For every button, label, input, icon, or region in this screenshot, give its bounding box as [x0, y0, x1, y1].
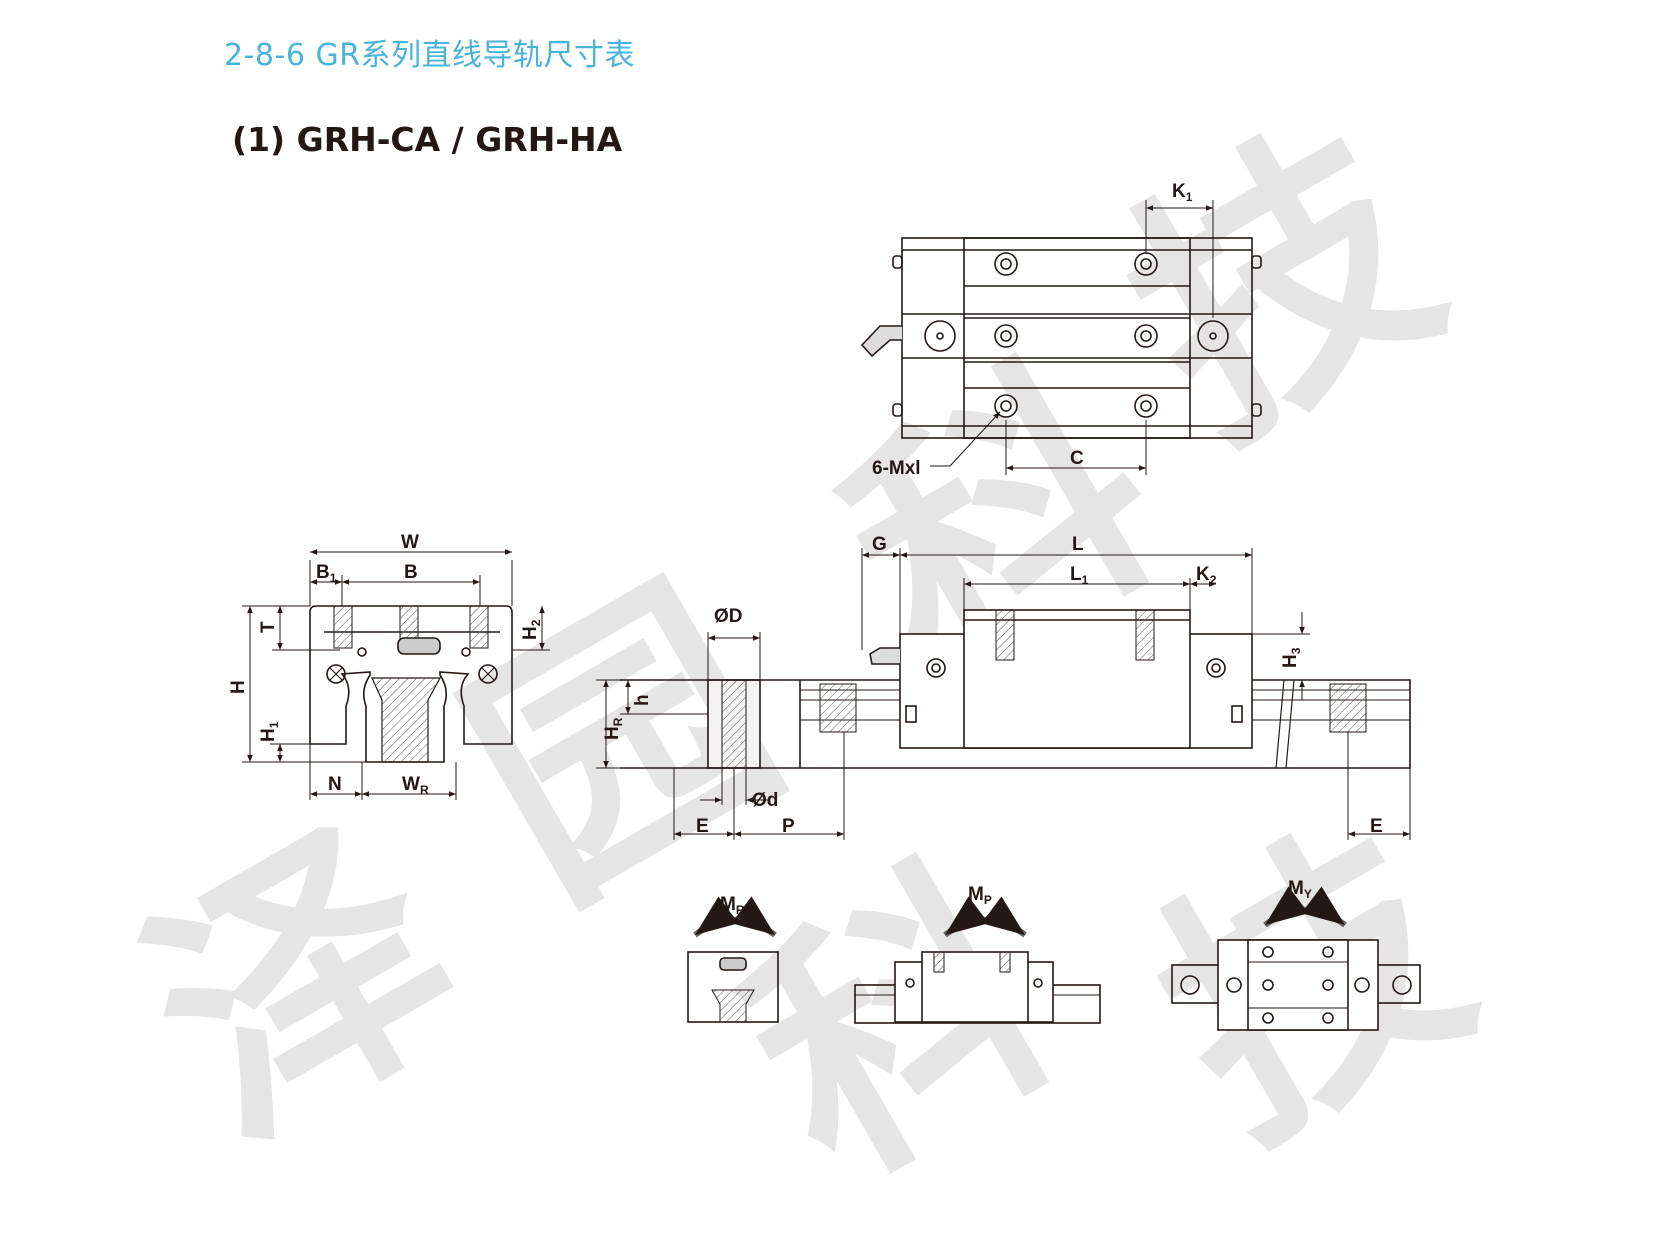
label-small-od: Ød — [752, 790, 778, 811]
side-view — [596, 548, 1411, 840]
label-mr: MR — [720, 894, 745, 917]
moment-mr-figure — [687, 896, 779, 1023]
label-h1: H1 — [258, 721, 281, 742]
model-title: (1) GRH-CA / GRH-HA — [232, 120, 623, 159]
label-wr: WR — [402, 774, 429, 797]
label-e: E — [696, 816, 709, 837]
technical-drawing: K1 6-Mxl C W B1 B T H2 H H1 N WR ØD h HR… — [228, 181, 1421, 1031]
label-hr: HR — [602, 717, 625, 740]
label-l1: L1 — [1070, 564, 1089, 587]
label-h: H — [228, 680, 249, 694]
label-w: W — [401, 532, 419, 553]
end-view — [242, 549, 550, 800]
label-my: MY — [1288, 878, 1312, 901]
dimension-labels: K1 6-Mxl C W B1 B T H2 H H1 N WR ØD h HR… — [228, 181, 1383, 917]
label-t: T — [258, 621, 279, 633]
label-k2: K2 — [1196, 564, 1217, 587]
label-n: N — [328, 774, 342, 795]
label-h2: H2 — [520, 619, 543, 640]
label-e-right: E — [1370, 816, 1383, 837]
moment-mp-figure — [854, 896, 1101, 1024]
section-title: 2-8-6 GR系列直线导轨尺寸表 — [224, 38, 636, 73]
label-b1: B1 — [316, 562, 337, 585]
top-view-holes — [924, 252, 1229, 418]
label-h3: H3 — [1280, 647, 1303, 668]
label-g: G — [872, 534, 887, 555]
label-b: B — [404, 562, 418, 583]
label-p: P — [782, 816, 795, 837]
label-od: ØD — [714, 606, 743, 627]
top-view — [860, 200, 1262, 475]
label-c: C — [1070, 448, 1084, 469]
label-small-h: h — [632, 694, 653, 706]
moment-my-figure — [1171, 886, 1421, 1031]
label-l: L — [1072, 534, 1084, 555]
label-6-mxl: 6-Mxl — [872, 458, 921, 479]
label-k1: K1 — [1172, 181, 1193, 204]
label-mp: MP — [968, 884, 992, 907]
